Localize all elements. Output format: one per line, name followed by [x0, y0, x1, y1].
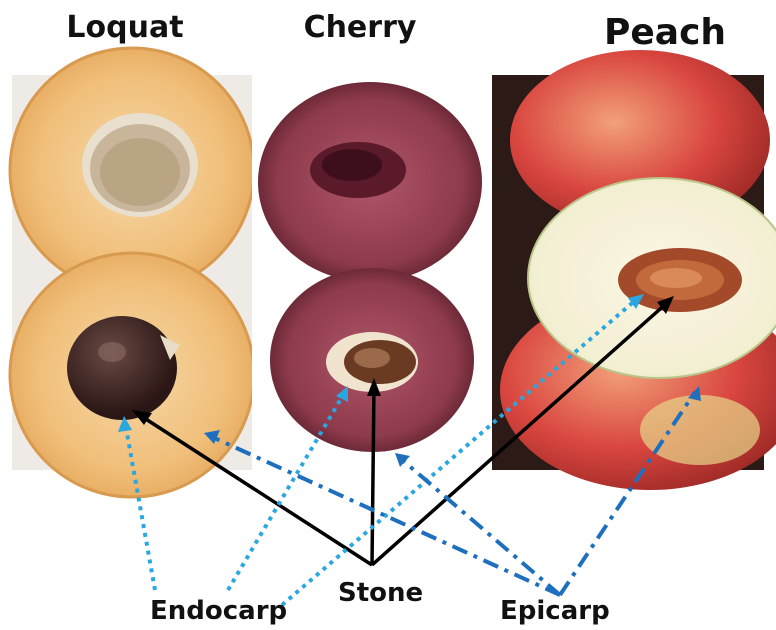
- peach-photo: [492, 50, 776, 490]
- stone-label: Stone: [338, 578, 423, 608]
- epicarp-label: Epicarp: [500, 596, 610, 626]
- cherry-photo: [252, 75, 487, 470]
- loquat-photo: [10, 48, 254, 497]
- endocarp-label: Endocarp: [150, 596, 287, 626]
- epicarp-arrow-cherry: [400, 458, 560, 595]
- stone-arrow-cherry: [372, 385, 374, 565]
